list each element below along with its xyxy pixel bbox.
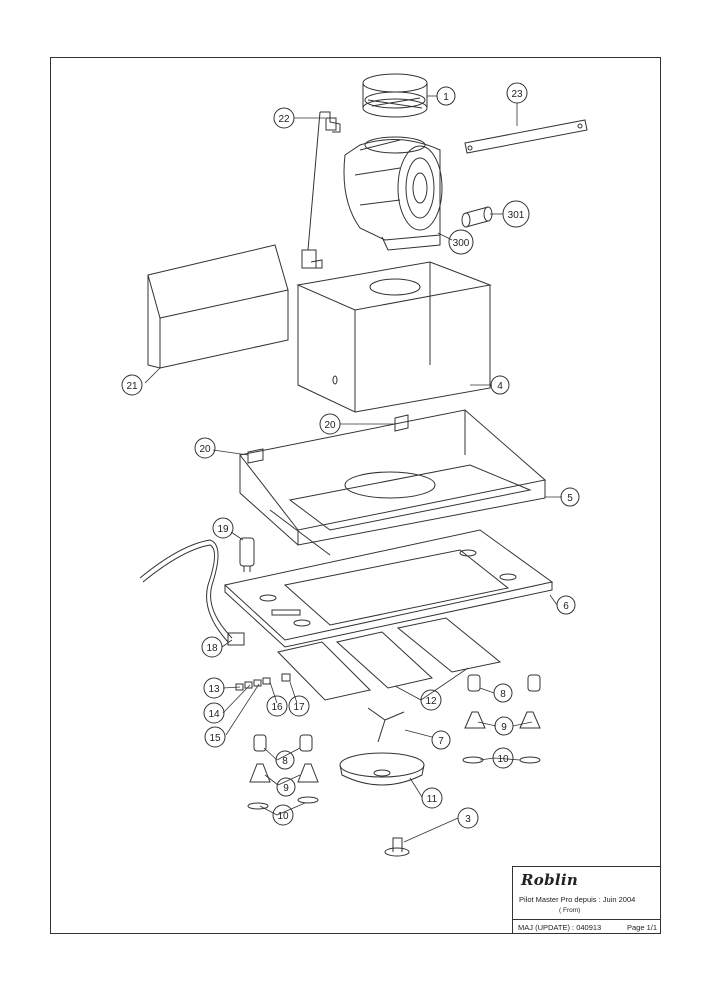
part-4-housing bbox=[296, 261, 492, 413]
callout-15: 15 bbox=[209, 733, 221, 744]
callout-12: 12 bbox=[425, 696, 437, 707]
callout-9-right: 9 bbox=[501, 722, 507, 733]
callout-23: 23 bbox=[511, 89, 523, 100]
part-19-capacitor bbox=[239, 537, 255, 572]
brand-logo: Roblin bbox=[521, 871, 579, 889]
part-21-cover bbox=[147, 244, 289, 369]
part-12-filters bbox=[277, 617, 502, 701]
callout-21: 21 bbox=[126, 381, 138, 392]
callout-20-left: 20 bbox=[199, 444, 211, 455]
title-block: Roblin Pilot Master Pro depuis : Juin 20… bbox=[512, 866, 661, 934]
callout-9-left: 9 bbox=[283, 783, 289, 794]
callout-14: 14 bbox=[208, 709, 220, 720]
callout-8-right: 8 bbox=[500, 689, 506, 700]
part-7-bracket bbox=[367, 707, 405, 743]
lamp-group-left bbox=[247, 734, 319, 810]
callout-22: 22 bbox=[278, 114, 290, 125]
part-23-bracket bbox=[464, 119, 588, 154]
callout-1: 1 bbox=[443, 92, 449, 103]
part-18-power-cord bbox=[139, 539, 245, 646]
callout-10-right: 10 bbox=[497, 754, 509, 765]
callout-13: 13 bbox=[208, 684, 220, 695]
part-3-knob bbox=[384, 837, 410, 857]
callout-301: 301 bbox=[508, 210, 525, 221]
callout-3: 3 bbox=[465, 814, 471, 825]
callout-18: 18 bbox=[206, 643, 218, 654]
callout-10-left: 10 bbox=[277, 811, 289, 822]
part-6-panel bbox=[223, 529, 554, 648]
drawing-frame bbox=[50, 57, 661, 934]
callout-7: 7 bbox=[438, 736, 444, 747]
part-20-clips bbox=[247, 414, 409, 464]
part-5-chassis bbox=[239, 409, 547, 556]
callout-20-top: 20 bbox=[324, 420, 336, 431]
callout-19: 19 bbox=[217, 524, 229, 535]
callout-17: 17 bbox=[293, 702, 305, 713]
parts-13-17-switches bbox=[235, 673, 291, 691]
callout-300: 300 bbox=[453, 238, 470, 249]
page-number: Page 1/1 bbox=[626, 923, 657, 932]
callout-6: 6 bbox=[563, 601, 569, 612]
callout-4: 4 bbox=[497, 381, 503, 392]
callout-5: 5 bbox=[567, 493, 573, 504]
title-divider bbox=[513, 919, 661, 920]
part-1-fan-ring bbox=[362, 73, 428, 118]
model-title: Pilot Master Pro depuis : Juin 2004 bbox=[519, 895, 636, 904]
from-note: ( From) bbox=[559, 907, 581, 914]
update-label: MAJ (UPDATE) : 040913 bbox=[518, 923, 602, 932]
part-22-cable bbox=[301, 111, 341, 269]
callout-circles bbox=[121, 82, 580, 829]
leader-lines bbox=[144, 95, 562, 843]
callout-11: 11 bbox=[427, 794, 438, 805]
part-300-blower bbox=[343, 136, 443, 251]
callout-8-left: 8 bbox=[282, 756, 288, 767]
callout-16: 16 bbox=[271, 702, 283, 713]
part-301-capacitor bbox=[461, 206, 493, 228]
callout-labels: 1 22 23 301 300 21 4 20 20 5 19 6 18 12 … bbox=[126, 89, 573, 825]
part-11-diffuser bbox=[339, 752, 425, 786]
